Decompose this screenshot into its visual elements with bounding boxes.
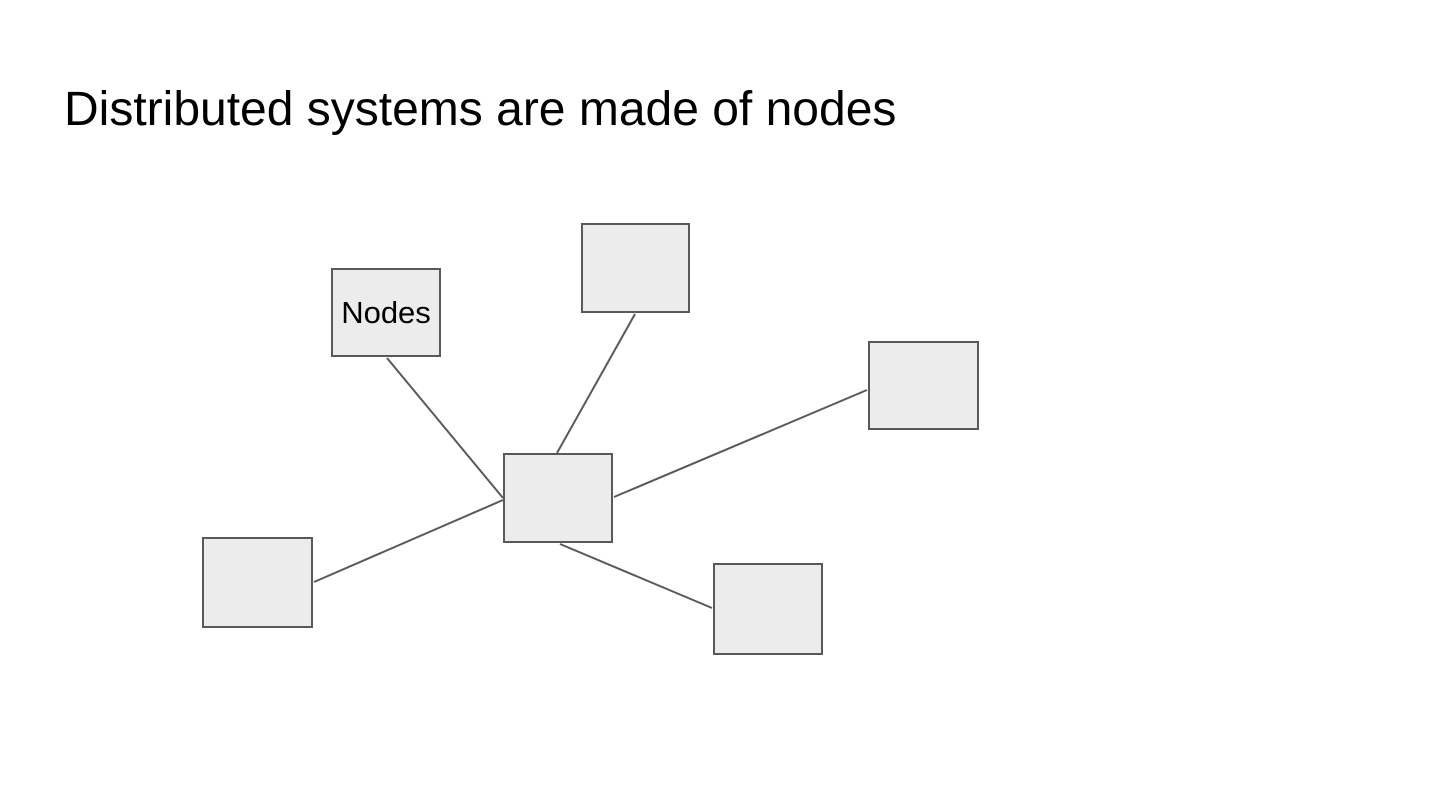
node-box-top [581, 223, 690, 313]
node-box-right [868, 341, 979, 430]
node-box-bottom-left [202, 537, 313, 628]
connector-line-top-to-center [556, 313, 636, 454]
node-box-bottom-right [713, 563, 823, 655]
node-label-nodes-label: Nodes [341, 294, 431, 330]
slide-title: Distributed systems are made of nodes [64, 83, 897, 136]
connector-line-bottom-right-to-center [559, 543, 713, 609]
connector-line-nodes-label-to-center [386, 357, 504, 499]
node-box-center [503, 453, 613, 543]
connector-line-bottom-left-to-center [313, 499, 504, 583]
connector-line-right-to-center [613, 389, 868, 498]
node-box-nodes-label: Nodes [331, 268, 441, 357]
